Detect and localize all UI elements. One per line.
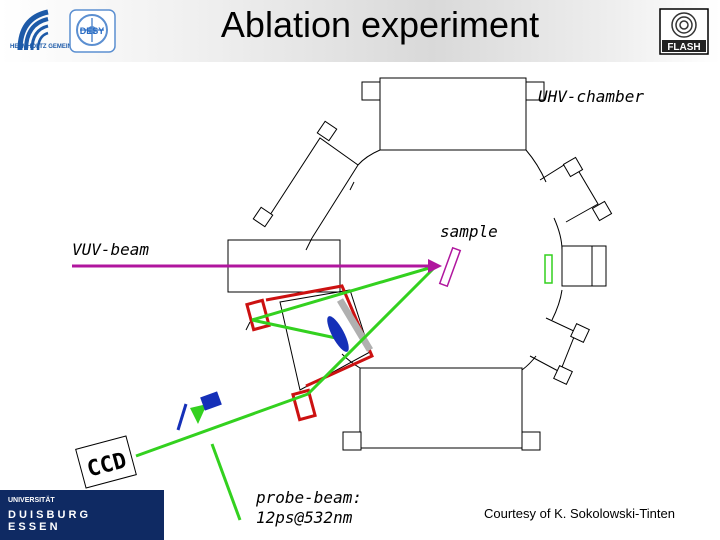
credit-text: Courtesy of K. Sokolowski-Tinten	[484, 506, 675, 521]
desy-logo: DESY	[69, 9, 116, 53]
ccd-lens	[200, 391, 222, 411]
mount-red-frame	[265, 284, 374, 388]
viewport-window	[336, 298, 374, 352]
probe-beam-input	[210, 443, 242, 521]
sample	[438, 246, 462, 288]
mount-flange-top	[245, 298, 271, 332]
ude-line3: E S S E N	[8, 521, 58, 533]
probe-beam-to-ccd	[135, 392, 309, 458]
desy-logo-text: DESY	[80, 26, 105, 36]
probe-beam-label-line2: 12ps@532nm	[256, 508, 353, 527]
probe-beam-path	[135, 264, 438, 521]
right-port-marker	[544, 254, 553, 284]
probe-beam-label-line1: probe-beam:	[256, 488, 362, 507]
slide-title: Ablation experiment	[220, 4, 540, 45]
imaging-lens	[327, 316, 349, 352]
flash-logo: FLASH	[659, 8, 709, 55]
uhv-chamber-label: UHV-chamber	[538, 87, 644, 106]
header-bar	[0, 0, 720, 62]
right-port	[561, 245, 593, 287]
ude-line1: UNIVERSITÄT	[8, 496, 55, 504]
flash-logo-text: FLASH	[667, 42, 700, 53]
ccd-camera: CCD	[75, 435, 137, 489]
mount-flange-bottom	[291, 388, 317, 422]
probe-beam-to-sample-upper	[251, 264, 437, 322]
sample-label: sample	[440, 222, 498, 241]
helmholtz-logo-text: HELMHOLTZ GEMEINSCHAFT	[10, 44, 97, 50]
probe-beam-from-sample-lower	[306, 264, 438, 396]
vuv-beam-label: VUV-beam	[72, 240, 150, 259]
top-port	[379, 77, 527, 151]
objective-mount	[245, 284, 374, 422]
bottom-port	[359, 367, 523, 449]
filter	[176, 403, 188, 431]
uhv-chamber	[227, 77, 613, 451]
ude-line2: D U I S B U R G	[8, 509, 88, 521]
helmholtz-logo: HELMHOLTZ GEMEINSCHAFT	[10, 9, 97, 51]
vuv-beam-arrowhead	[428, 259, 442, 273]
university-duisburg-essen-logo: UNIVERSITÄT D U I S B U R G E S S E N	[0, 490, 164, 540]
